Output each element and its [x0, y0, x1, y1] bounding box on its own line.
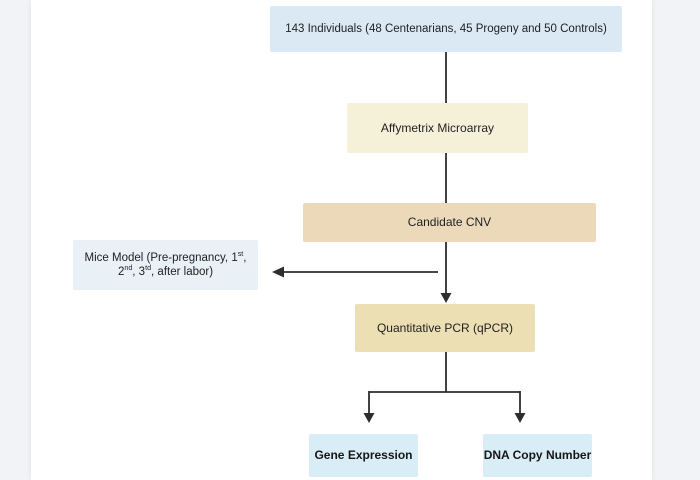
node-mice-model-label: Mice Model (Pre-pregnancy, 1st, 2nd, 3td… — [84, 249, 247, 280]
node-gene-expression: Gene Expression — [309, 434, 418, 477]
node-candidate-cnv-label: Candidate CNV — [407, 215, 492, 229]
arrowhead-dna — [514, 413, 526, 423]
node-dna-copy-number: DNA Copy Number — [483, 434, 592, 477]
arrowhead-mice — [272, 266, 284, 278]
node-affymetrix-microarray-label: Affymetrix Microarray — [380, 120, 495, 135]
mice-label-line2b: , 3 — [132, 266, 146, 278]
arrowhead-gene — [363, 413, 375, 423]
node-affymetrix-microarray: Affymetrix Microarray — [347, 103, 528, 153]
diagram-canvas: 143 Individuals (48 Centenarians, 45 Pro… — [31, 0, 652, 480]
node-quantitative-pcr-label: Quantitative PCR (qPCR) — [376, 320, 514, 335]
mice-label-line2-tail: , after labor) — [151, 266, 214, 278]
node-gene-expression-label: Gene Expression — [314, 448, 413, 462]
mice-sup-1st: st — [237, 249, 244, 258]
node-individuals-label: 143 Individuals (48 Centenarians, 45 Pro… — [285, 22, 607, 35]
mice-sup-2nd: nd — [124, 264, 133, 273]
arrowhead-qpcr — [440, 293, 452, 303]
node-dna-copy-number-label: DNA Copy Number — [483, 448, 592, 462]
mice-label-line2a: 2 — [117, 266, 125, 278]
node-quantitative-pcr: Quantitative PCR (qPCR) — [355, 304, 535, 352]
mice-sup-3rd: td — [145, 264, 152, 273]
node-individuals: 143 Individuals (48 Centenarians, 45 Pro… — [270, 6, 622, 52]
mice-label-line1-tail: , — [243, 251, 247, 264]
mice-label-line1: Mice Model (Pre-pregnancy, 1 — [84, 251, 238, 264]
node-candidate-cnv: Candidate CNV — [303, 203, 596, 242]
node-mice-model: Mice Model (Pre-pregnancy, 1st, 2nd, 3td… — [73, 240, 258, 290]
